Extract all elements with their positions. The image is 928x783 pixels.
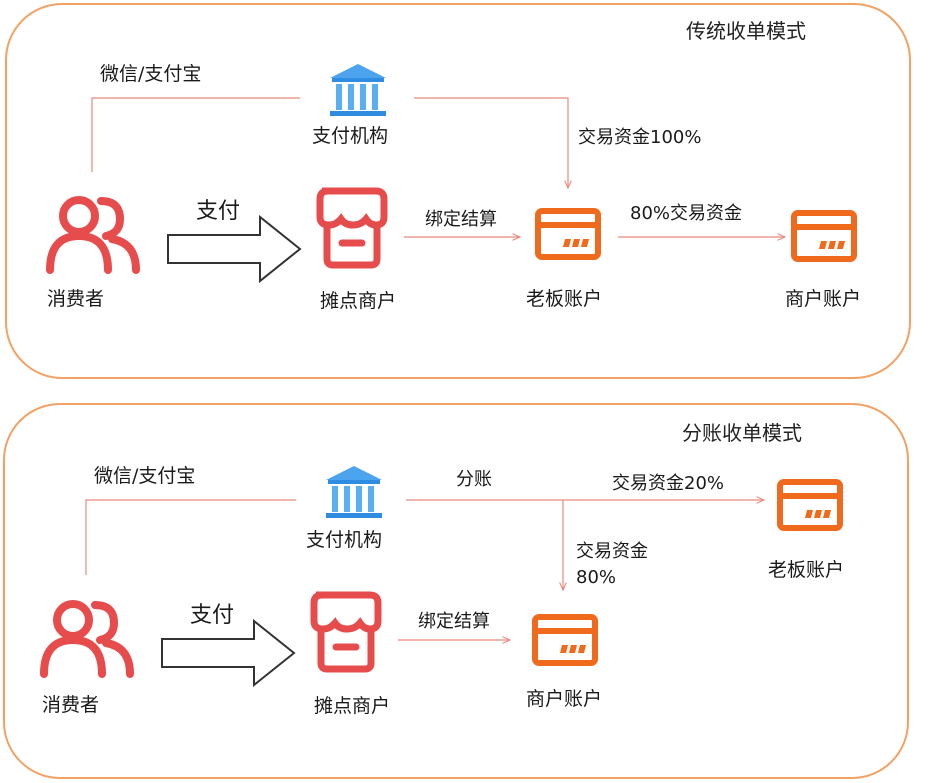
- merchant-account-label: 商户账户: [785, 288, 861, 310]
- traditional-panel: 传统收单模式 微信/支付宝 支付机构 交易资金100% 消费者 支付 摊点商户 …: [5, 3, 911, 379]
- boss-account-label: 老板账户: [768, 559, 844, 581]
- pay-label: 支付: [190, 603, 234, 628]
- boss-account-label: 老板账户: [526, 288, 602, 310]
- bank-icon: [326, 466, 382, 518]
- split-panel: 分账收单模式 微信/支付宝 支付机构 分账 交易资金20% 交易资金 80% 老…: [3, 403, 909, 779]
- institution-to-boss-line: [414, 97, 568, 188]
- card-icon: [794, 213, 854, 259]
- channel-label: 微信/支付宝: [94, 465, 195, 487]
- hollow-arrow-icon: [167, 216, 301, 282]
- card-icon: [538, 211, 598, 257]
- card-icon: [780, 482, 840, 528]
- bind-settle-label: 绑定结算: [425, 209, 497, 230]
- channel-label: 微信/支付宝: [100, 63, 201, 85]
- person-group-icon: [50, 200, 136, 270]
- shop-icon: [314, 595, 378, 669]
- institution-label: 支付机构: [306, 529, 382, 551]
- stall-merchant-label: 摊点商户: [314, 695, 390, 717]
- merchant-account-label: 商户账户: [526, 688, 602, 710]
- consumer-label: 消费者: [42, 694, 99, 716]
- bank-icon: [330, 64, 386, 116]
- split-title: 分账收单模式: [682, 421, 802, 445]
- funds-20-label: 交易资金20%: [612, 473, 724, 494]
- funds-80-label: 80%交易资金: [630, 203, 742, 224]
- hollow-arrow-icon: [161, 620, 295, 686]
- card-icon: [535, 617, 595, 663]
- traditional-panel-border: [5, 3, 911, 379]
- funds-80-line2: 80%: [576, 567, 616, 588]
- person-group-icon: [44, 604, 130, 674]
- bind-settle-label: 绑定结算: [418, 611, 490, 632]
- shop-icon: [320, 191, 384, 265]
- traditional-title: 传统收单模式: [686, 19, 806, 43]
- consumer-to-institution-line: [85, 499, 296, 575]
- split-panel-border: [3, 403, 909, 779]
- consumer-to-institution-line: [91, 97, 300, 172]
- pay-label: 支付: [196, 199, 240, 224]
- institution-label: 支付机构: [312, 125, 388, 147]
- consumer-label: 消费者: [47, 288, 104, 310]
- split-label: 分账: [456, 469, 492, 490]
- funds-100-label: 交易资金100%: [578, 127, 701, 148]
- stall-merchant-label: 摊点商户: [320, 290, 396, 312]
- funds-80-line1: 交易资金: [576, 541, 648, 562]
